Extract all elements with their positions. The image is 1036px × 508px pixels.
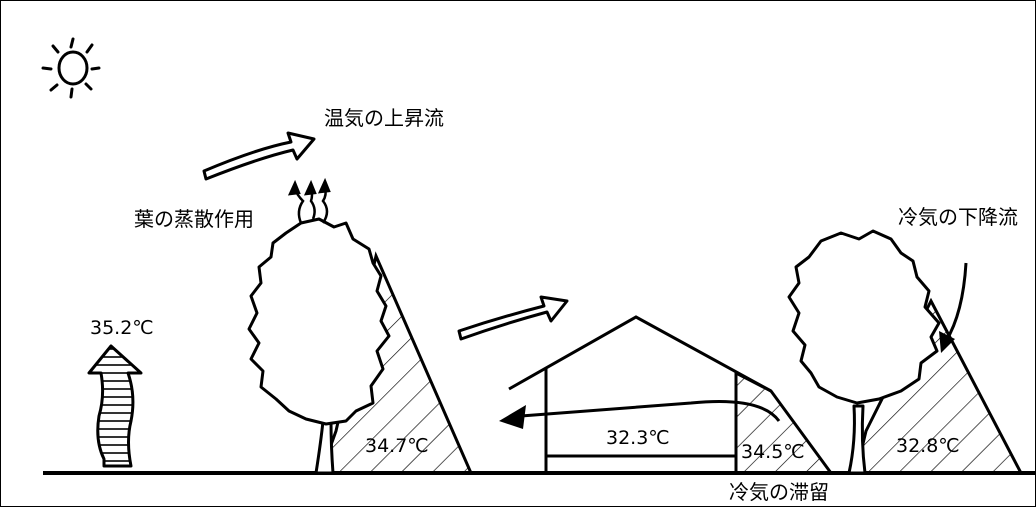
sun-icon [41,37,101,99]
warm-air-arrow-icon [457,295,569,341]
cool-air-arrow-icon [939,262,968,353]
rising-flow-label: 温気の上昇流 [324,106,444,130]
cool-air-arrow-icon [499,399,781,429]
transpiration-arrows [287,177,331,224]
temp-house-inside: 32.3℃ [606,427,670,449]
tree [247,217,391,475]
temp-right-tree-shade: 32.8℃ [896,435,960,457]
temp-house-shade: 34.5℃ [741,441,805,463]
house [508,315,772,473]
tree [787,229,941,475]
house-shadow [734,370,834,475]
temp-open-ground: 35.2℃ [90,317,154,339]
temp-tree-shade: 34.7℃ [365,435,429,457]
descending-flow-label: 冷気の下降流 [898,205,1018,229]
transpiration-label: 葉の蒸散作用 [134,207,254,231]
heat-haze-arrow [87,344,143,468]
stagnation-label: 冷気の滞留 [729,480,829,504]
warm-air-arrow-icon [202,131,316,181]
